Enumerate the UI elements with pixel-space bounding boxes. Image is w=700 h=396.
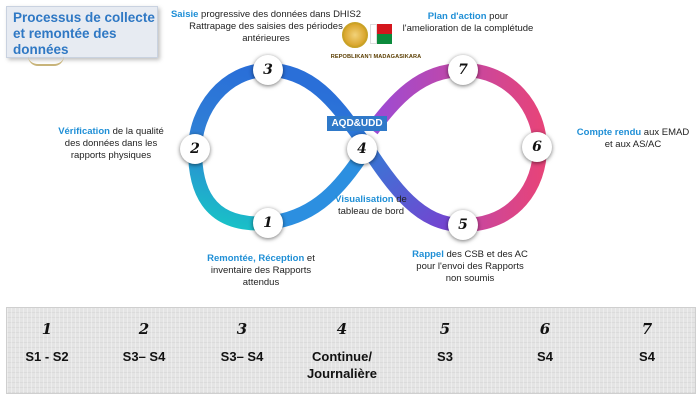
- annotation-verification: Vérification de la qualité des données d…: [58, 126, 164, 161]
- annotation-visualisation: Visualisation de tableau de bord: [335, 194, 407, 217]
- annotation-compte-rendu: Compte rendu aux EMAD et aux AS/AC: [576, 127, 690, 150]
- step-number: 5: [439, 320, 451, 338]
- node-7: 7: [448, 55, 478, 85]
- title-line-3: données: [13, 42, 69, 57]
- loop-right-lobe: [366, 62, 548, 232]
- step-number: 6: [539, 320, 551, 338]
- step-number: 3: [236, 320, 248, 338]
- aqd-udd-badge: AQD&UDD: [327, 116, 387, 131]
- periods-band: 1 S1 - S2 2 S3– S4 3 S3– S4 4 Continue/ …: [6, 307, 696, 394]
- annotation-plan-action: Plan d'action pour l'amelioration de la …: [402, 11, 534, 34]
- node-3: 3: [253, 55, 283, 85]
- step-period: S1 - S2: [25, 349, 69, 364]
- title-line-2: et remontée des: [13, 26, 117, 41]
- step-period: S4: [639, 349, 655, 364]
- step-number: 1: [41, 320, 53, 338]
- step-number: 2: [138, 320, 150, 338]
- node-4: 4: [347, 134, 377, 164]
- madagascar-logo: REPOBLIKAN'I MADAGASIKARA: [330, 18, 422, 66]
- node-2: 2: [180, 134, 210, 164]
- loop-left-lobe: [187, 62, 368, 231]
- step-number: 4: [336, 320, 348, 338]
- emblem-icon: [342, 22, 368, 48]
- diagram-title-box: Processus de collecte et remontée des do…: [6, 6, 158, 58]
- node-6: 6: [522, 132, 552, 162]
- annotation-rappel: Rappel des CSB et des AC pour l'envoi de…: [412, 249, 528, 284]
- seal-decoration: [28, 56, 64, 66]
- logo-text: REPOBLIKAN'I MADAGASIKARA: [330, 54, 422, 60]
- title-line-1: Processus de collecte: [13, 10, 155, 25]
- step-period: S4: [537, 349, 553, 364]
- node-5: 5: [448, 210, 478, 240]
- flag-icon: [370, 24, 392, 44]
- step-period: S3: [437, 349, 453, 364]
- annotation-saisie: Saisie progressive des données dans DHIS…: [170, 9, 362, 44]
- annotation-remontee: Remontée, Réception et inventaire des Ra…: [207, 253, 315, 288]
- step-period: S3– S4: [220, 349, 264, 364]
- step-period: Continue/ Journalière: [306, 349, 378, 381]
- node-1: 1: [253, 208, 283, 238]
- step-period: S3– S4: [122, 349, 166, 364]
- step-number: 7: [641, 320, 653, 338]
